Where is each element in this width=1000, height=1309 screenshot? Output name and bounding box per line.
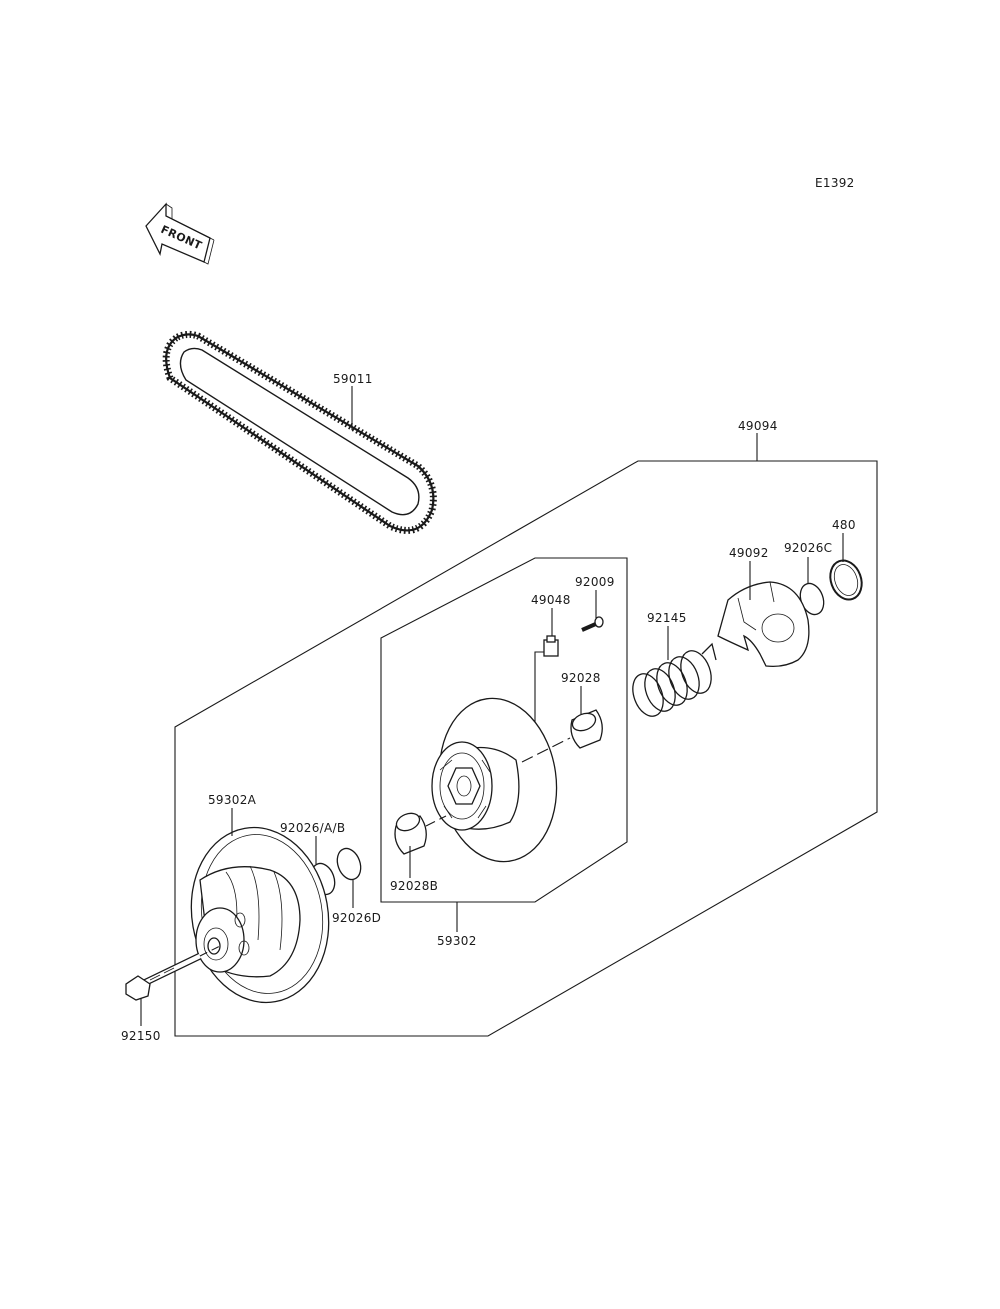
label-49094: 49094 [738, 419, 778, 433]
center-line-bolt [199, 945, 221, 957]
label-92145: 92145 [647, 611, 687, 625]
label-480: 480 [832, 518, 856, 532]
leader-49048-to-sheave [534, 651, 544, 734]
label-49048: 49048 [531, 593, 571, 607]
label-92026d: 92026D [332, 911, 381, 925]
center-line-upper [521, 737, 571, 763]
diagram-code: E1392 [815, 176, 855, 190]
assembly-outline-49094 [174, 460, 878, 1037]
drive-belt-59011 [162, 330, 437, 534]
cam-49092 [717, 581, 810, 668]
label-49092: 49092 [729, 546, 769, 560]
bolt-92150 [125, 952, 202, 1001]
label-92009: 92009 [575, 575, 615, 589]
assembly-outline-59302 [380, 557, 628, 903]
movable-sheave-59302 [431, 697, 558, 863]
fixed-sheave-59302a [190, 826, 330, 1004]
label-59011: 59011 [333, 372, 373, 386]
label-92028: 92028 [561, 671, 601, 685]
label-92150: 92150 [121, 1029, 161, 1043]
label-59302: 59302 [437, 934, 477, 948]
front-arrow-icon: FRONT [145, 202, 215, 265]
spring-92145 [632, 642, 717, 717]
center-line-middle [425, 815, 447, 827]
label-59302a: 59302A [208, 793, 257, 807]
bushing-92028 [570, 709, 603, 749]
slider-49048 [543, 635, 559, 657]
label-92028b: 92028B [390, 879, 438, 893]
label-92026c: 92026C [784, 541, 832, 555]
label-92026ab: 92026/A/B [280, 821, 345, 835]
bushing-92028b [394, 812, 427, 855]
screw-92009 [581, 616, 604, 632]
circlip-480 [829, 559, 863, 601]
washer-92026d [336, 847, 362, 881]
